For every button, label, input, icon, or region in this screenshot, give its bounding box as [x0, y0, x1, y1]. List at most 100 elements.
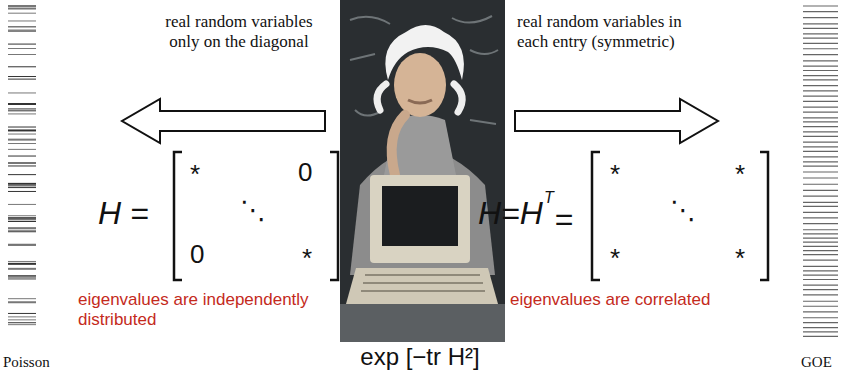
spectrum-line	[803, 54, 838, 55]
spectrum-line	[8, 319, 36, 320]
matrix-entry: *	[610, 160, 620, 190]
spectrum-line	[803, 131, 838, 132]
spectrum-line	[8, 263, 36, 265]
spectrum-line	[803, 5, 838, 6]
spectrum-line	[8, 244, 36, 245]
spectrum-line	[8, 134, 36, 135]
spectrum-line	[8, 227, 36, 229]
spectrum-line	[8, 139, 36, 141]
spectrum-line	[803, 202, 838, 203]
spectrum-line	[803, 151, 838, 152]
spectrum-line	[803, 274, 838, 275]
spectrum-line	[8, 26, 36, 27]
spectrum-line	[8, 278, 36, 279]
spectrum-line	[8, 301, 36, 303]
spectrum-line	[8, 215, 36, 216]
spectrum-line	[8, 217, 36, 219]
spectrum-name: GOE	[801, 354, 832, 371]
spectrum-line	[803, 217, 838, 218]
spectrum-line	[803, 28, 838, 29]
spectrum-line	[8, 183, 36, 185]
spectrum-line	[8, 66, 36, 67]
spectrum-line	[8, 322, 36, 323]
spectrum-line	[803, 33, 838, 34]
spectrum-line	[8, 279, 36, 280]
spectrum-line	[803, 60, 838, 61]
spectrum-line	[803, 322, 838, 323]
scientist-photo	[340, 0, 505, 342]
spectrum-line	[803, 223, 838, 224]
spectrum-line	[8, 218, 36, 220]
spectrum-line	[803, 184, 838, 185]
spectrum-line	[8, 113, 36, 114]
spectrum-line	[8, 54, 36, 55]
spectrum-line	[803, 301, 838, 302]
spectrum-line	[8, 245, 36, 246]
spectrum-line	[8, 30, 36, 31]
spectrum-line	[8, 127, 36, 128]
spectrum-strips	[8, 6, 838, 336]
spectrum-line	[8, 324, 36, 325]
spectrum-line	[803, 279, 838, 280]
spectrum-line	[803, 156, 838, 157]
matrix-symbol: H=H	[478, 195, 543, 232]
spectrum-line	[8, 156, 36, 157]
spectrum-line	[803, 246, 838, 247]
spectrum-line	[8, 268, 36, 270]
equals-sign: =	[555, 201, 574, 238]
weight-formula: exp [−tr H²]	[360, 343, 479, 371]
spectrum-line	[803, 11, 838, 12]
spectrum-line	[8, 231, 36, 232]
spectrum-line	[8, 275, 36, 276]
spectrum-line	[803, 177, 838, 178]
spectrum-line	[803, 250, 838, 251]
spectrum-line	[803, 237, 838, 238]
hollow-arrow	[122, 99, 325, 143]
spectrum-line	[8, 8, 36, 10]
matrix-entry: *	[302, 244, 312, 274]
spectrum-line	[8, 31, 36, 32]
spectrum-name: Poisson	[3, 354, 50, 371]
matrix-entry: *	[190, 160, 200, 190]
spectrum-line	[803, 48, 838, 49]
spectrum-line	[803, 70, 838, 71]
spectrum-line	[8, 221, 36, 222]
spectrum-line	[8, 5, 36, 7]
spectrum-line	[803, 136, 838, 137]
spectrum-line	[803, 317, 838, 318]
spectrum-line	[8, 108, 36, 109]
matrix-dots: ⋱	[240, 196, 266, 226]
spectrum-line	[803, 254, 838, 255]
spectrum-line	[803, 17, 838, 18]
spectrum-line	[803, 121, 838, 122]
spectrum-line	[803, 266, 838, 267]
spectrum-line	[803, 336, 838, 337]
spectrum-line	[8, 76, 36, 77]
spectrum-line	[803, 166, 838, 167]
spectrum-line	[803, 142, 838, 143]
spectrum-line	[803, 294, 838, 295]
spectrum-line	[803, 270, 838, 271]
spectrum-line	[803, 306, 838, 307]
spectrum-line	[803, 146, 838, 147]
spectrum-line	[8, 149, 36, 150]
spectrum-line	[8, 48, 36, 49]
spectrum-line	[803, 212, 838, 213]
spectrum-line	[803, 101, 838, 102]
spectrum-line	[803, 285, 838, 286]
spectrum-line	[803, 96, 838, 97]
spectrum-line	[803, 23, 838, 24]
spectrum-line	[803, 259, 838, 260]
spectrum-line	[8, 44, 36, 45]
matrix-entry: 0	[298, 158, 312, 188]
arrow-caption: real random variables in each entry (sym…	[517, 12, 707, 51]
spectrum-line	[8, 13, 36, 14]
matrix-dots: ⋱	[670, 196, 696, 226]
spectrum-line	[8, 165, 36, 166]
spectrum-line	[803, 90, 838, 91]
spectrum-line	[803, 107, 838, 108]
spectrum-line	[803, 331, 838, 332]
spectrum-line	[803, 161, 838, 162]
spectrum-line	[803, 43, 838, 44]
